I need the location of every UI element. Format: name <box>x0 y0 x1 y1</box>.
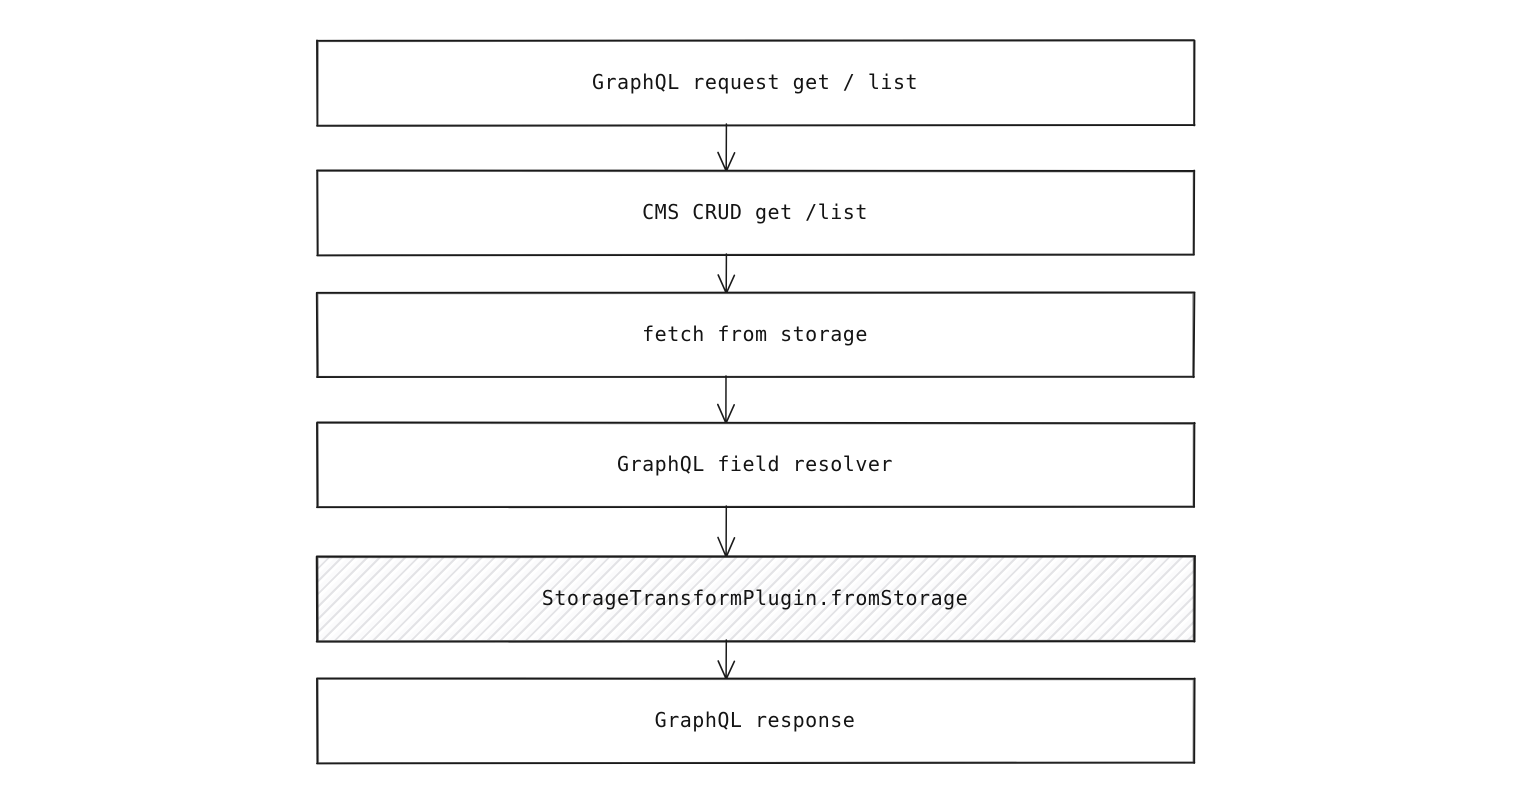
flow-node-label: GraphQL response <box>654 708 856 732</box>
flow-node-label: CMS CRUD get /list <box>642 200 868 224</box>
arrow-icon <box>717 253 736 294</box>
flow-edge-arrow <box>700 253 756 294</box>
flow-node-graphql-response[interactable]: GraphQL response <box>316 677 1196 765</box>
arrow-icon <box>717 375 735 424</box>
flow-node-label: fetch from storage <box>642 322 868 346</box>
flow-edge-arrow <box>700 375 756 424</box>
flow-node-label: GraphQL field resolver <box>617 452 893 476</box>
flow-node-fetch-from-storage[interactable]: fetch from storage <box>315 291 1196 379</box>
arrow-icon <box>717 639 736 680</box>
arrow-icon <box>717 123 736 172</box>
flow-edge-arrow <box>700 505 756 558</box>
flow-node-graphql-field-resolver[interactable]: GraphQL field resolver <box>316 421 1196 509</box>
flow-node-storage-transform-plugin[interactable]: StorageTransformPlugin.fromStorage <box>315 555 1197 643</box>
flow-node-graphql-request[interactable]: GraphQL request get / list <box>316 39 1196 127</box>
arrow-icon <box>717 505 736 558</box>
flow-node-cms-crud[interactable]: CMS CRUD get /list <box>316 169 1196 257</box>
flow-edge-arrow <box>700 639 756 680</box>
flow-node-label: GraphQL request get / list <box>591 70 919 94</box>
flow-node-label: StorageTransformPlugin.fromStorage <box>541 586 969 610</box>
flow-edge-arrow <box>700 123 756 172</box>
